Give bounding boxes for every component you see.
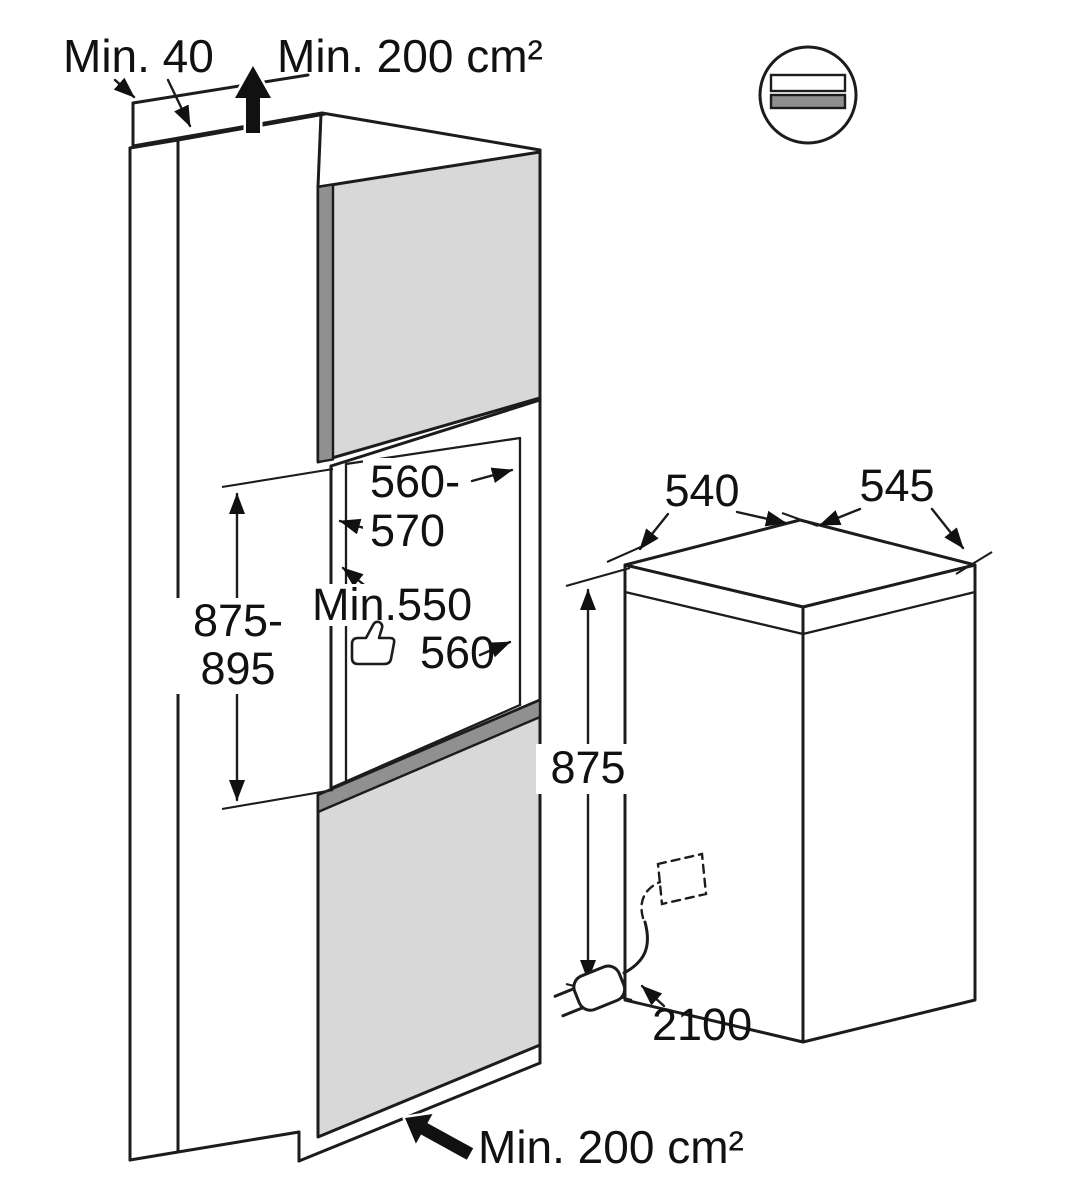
- top-clearance-label: Min. 40: [63, 30, 214, 82]
- upper-door-panel: [316, 150, 542, 464]
- appliance-width-label: 540: [664, 465, 739, 516]
- niche-width-label-1: 560-: [370, 456, 460, 507]
- power-plug-icon: [553, 964, 627, 1018]
- appliance-depth-label: 545: [859, 460, 934, 511]
- power-connection: 2100: [553, 852, 752, 1050]
- top-ventilation: Min. 200 cm²: [232, 30, 543, 136]
- socket-outline-icon: [656, 852, 708, 906]
- niche-depth-recommended-label: 560: [420, 627, 495, 678]
- niche-depth-min-label: Min.550: [312, 579, 472, 630]
- appliance-height-dimension: 875: [536, 566, 640, 1002]
- bottom-ventilation: Min. 200 cm²: [402, 1111, 744, 1173]
- vent-grille-icon: [758, 45, 858, 145]
- niche-width-label-2: 570: [370, 505, 445, 556]
- appliance-depth-dimension: 545: [818, 460, 993, 575]
- appliance-height-label: 875: [550, 742, 625, 793]
- niche-height-label-1: 875-: [193, 595, 283, 646]
- niche-depth-dimension: Min.550 560: [306, 566, 512, 678]
- bottom-ventilation-label: Min. 200 cm²: [478, 1121, 744, 1173]
- airflow-in-arrow-icon: [402, 1111, 476, 1163]
- thumbs-up-icon: [350, 620, 396, 666]
- lower-door-panel: [316, 698, 542, 1139]
- niche-height-dimension: 875- 895: [176, 467, 334, 811]
- top-clearance-dimension: Min. 40: [63, 30, 214, 128]
- power-cord: [622, 920, 649, 975]
- appliance-box: [623, 518, 977, 1044]
- niche-height-label-2: 895: [200, 643, 275, 694]
- appliance-width-dimension: 540: [606, 465, 819, 563]
- airflow-up-arrow-icon: [232, 63, 274, 136]
- top-ventilation-label: Min. 200 cm²: [277, 30, 543, 82]
- power-cord-length-label: 2100: [652, 999, 752, 1050]
- niche-width-dimension: 560- 570: [338, 456, 514, 556]
